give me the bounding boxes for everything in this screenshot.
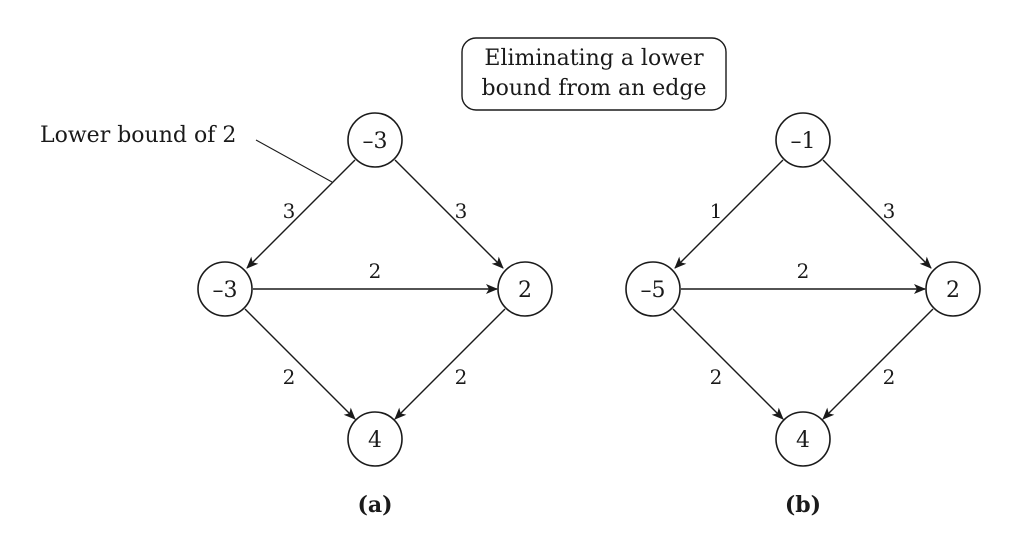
graph-b-edge-top-right [822, 159, 932, 269]
graph-a-caption: (a) [357, 492, 392, 518]
graph-a-weight-left-bottom: 2 [283, 365, 296, 389]
graph-b-edge-top-left [674, 159, 784, 269]
graph-b-node-top-label: –1 [791, 129, 816, 154]
graph-b-caption: (b) [785, 492, 821, 518]
graph-a-node-left-label: –3 [213, 278, 238, 303]
graph-a-node-bottom-label: 4 [368, 428, 382, 453]
callout-label: Lower bound of 2 [40, 123, 236, 148]
graph-a-node-right: 2 [497, 261, 553, 317]
title-box-line-2: bound from an edge [482, 76, 707, 101]
graph-a-weight-right-bottom: 2 [455, 365, 468, 389]
graph-a-node-right-label: 2 [518, 278, 532, 303]
graph-a-node-left: –3 [197, 261, 253, 317]
graph-b-weight-right-bottom: 2 [883, 365, 896, 389]
graph-a-node-top: –3 [347, 112, 403, 168]
graph-b-weight-top-right: 3 [883, 199, 896, 223]
graph-b-node-top: –1 [775, 112, 831, 168]
callout-leader-line [255, 139, 333, 183]
graph-b-edge-right-bottom [822, 308, 934, 420]
graph-b-node-bottom: 4 [775, 411, 831, 467]
graph-a-node-top-label: –3 [363, 129, 388, 154]
graph-a-edge-left-bottom [244, 308, 356, 420]
graph-b-node-bottom-label: 4 [796, 428, 810, 453]
graph-a-weight-left-right: 2 [369, 259, 382, 283]
graph-b-node-left-label: –5 [641, 278, 666, 303]
title-box-line-1: Eliminating a lower [484, 46, 704, 71]
title-box: Eliminating a lower bound from an edge [461, 37, 727, 111]
graph-a: 3 3 2 2 2 –3 –3 2 4 (a) [197, 112, 553, 518]
graph-b-weight-left-bottom: 2 [710, 365, 723, 389]
graph-a-edge-top-right [394, 159, 504, 269]
graph-b-node-right: 2 [925, 261, 981, 317]
graph-a-node-bottom: 4 [347, 411, 403, 467]
graph-b: 1 3 2 2 2 –1 –5 2 4 (b) [625, 112, 981, 518]
graph-b-weight-top-left: 1 [710, 199, 723, 223]
graph-b-node-left: –5 [625, 261, 681, 317]
title-box-frame [461, 37, 727, 111]
lower-bound-callout: Lower bound of 2 [40, 123, 333, 183]
graph-b-weight-left-right: 2 [797, 259, 810, 283]
graph-a-weight-top-right: 3 [455, 199, 468, 223]
graph-a-edge-top-left [246, 159, 356, 269]
graph-a-edge-right-bottom [394, 308, 506, 420]
graph-a-weight-top-left: 3 [283, 199, 296, 223]
graph-b-node-right-label: 2 [946, 278, 960, 303]
graph-b-edge-left-bottom [672, 308, 784, 420]
